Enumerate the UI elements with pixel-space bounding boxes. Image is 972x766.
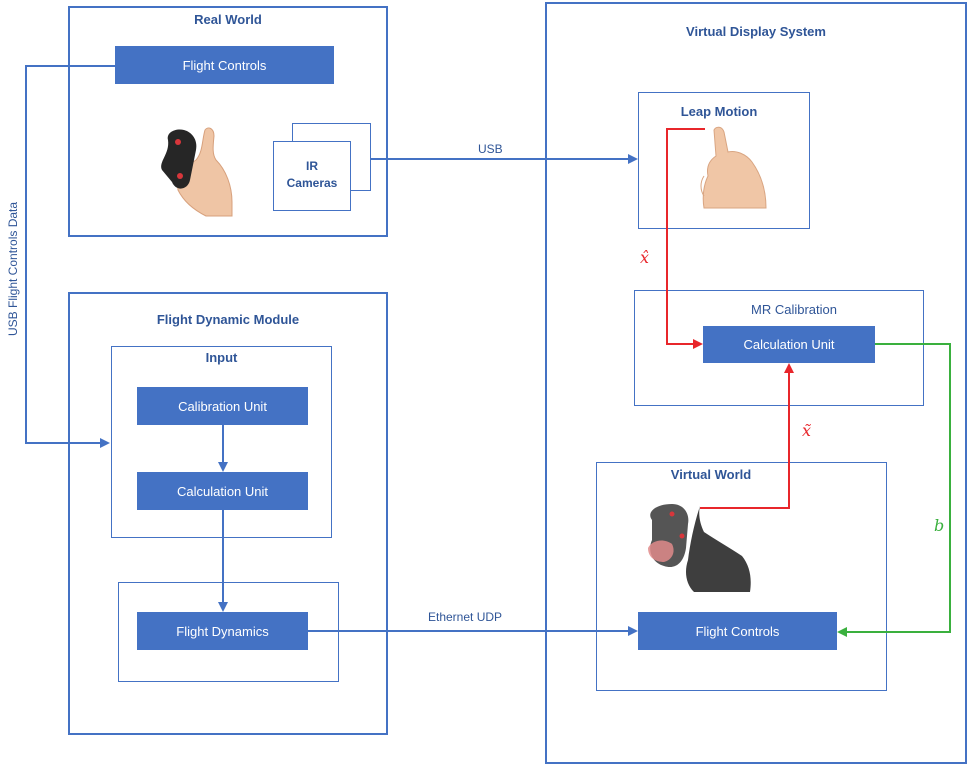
- input-frame: [111, 346, 332, 538]
- mr-calculation-unit-block: Calculation Unit: [703, 326, 875, 363]
- b-label: b: [934, 516, 945, 535]
- x-tilde-label: x̃: [802, 421, 812, 440]
- leap-motion-frame: [638, 92, 810, 229]
- usb-flight-controls-data-arrow: [25, 65, 115, 448]
- flight-dynamics-block: Flight Dynamics: [137, 612, 308, 650]
- input-calculation-unit-block: Calculation Unit: [137, 472, 308, 510]
- input-title: Input: [205, 350, 238, 365]
- virtual-flight-controls-block: Flight Controls: [638, 612, 837, 650]
- flight-dynamic-module-frame: [68, 292, 388, 735]
- virtual-world-title: Virtual World: [670, 467, 752, 482]
- x-hat-label: x̂: [640, 248, 650, 267]
- virtual-display-system-title: Virtual Display System: [686, 24, 826, 39]
- joystick-hand-icon: [161, 127, 233, 217]
- x-hat-arrow: [666, 128, 705, 349]
- real-world-title: Real World: [194, 12, 262, 27]
- usb-flight-controls-data-label: USB Flight Controls Data: [6, 201, 20, 336]
- ir-camera-front: [273, 141, 351, 211]
- ir-cameras-line1: IR: [306, 159, 318, 173]
- ir-cameras-label: IR Cameras: [273, 158, 351, 192]
- mr-calibration-title: MR Calibration: [751, 302, 837, 317]
- virtual-joystick-hand-icon: [648, 504, 751, 592]
- real-world-frame: [68, 6, 388, 237]
- b-arrow: [837, 343, 951, 637]
- x-tilde-arrow: [700, 363, 794, 509]
- leap-motion-title: Leap Motion: [680, 104, 758, 119]
- virtual-display-system-frame: [545, 2, 967, 764]
- usb-label: USB: [478, 142, 503, 156]
- mr-calibration-frame: [634, 290, 924, 406]
- ethernet-udp-label: Ethernet UDP: [428, 610, 503, 624]
- flight-dynamic-module-title: Flight Dynamic Module: [156, 312, 300, 327]
- calibration-unit-block: Calibration Unit: [137, 387, 308, 425]
- pointing-hand-icon: [700, 126, 767, 209]
- virtual-world-frame: [596, 462, 887, 691]
- ir-cameras-line2: Cameras: [286, 176, 338, 190]
- real-flight-controls-block: Flight Controls: [115, 46, 334, 84]
